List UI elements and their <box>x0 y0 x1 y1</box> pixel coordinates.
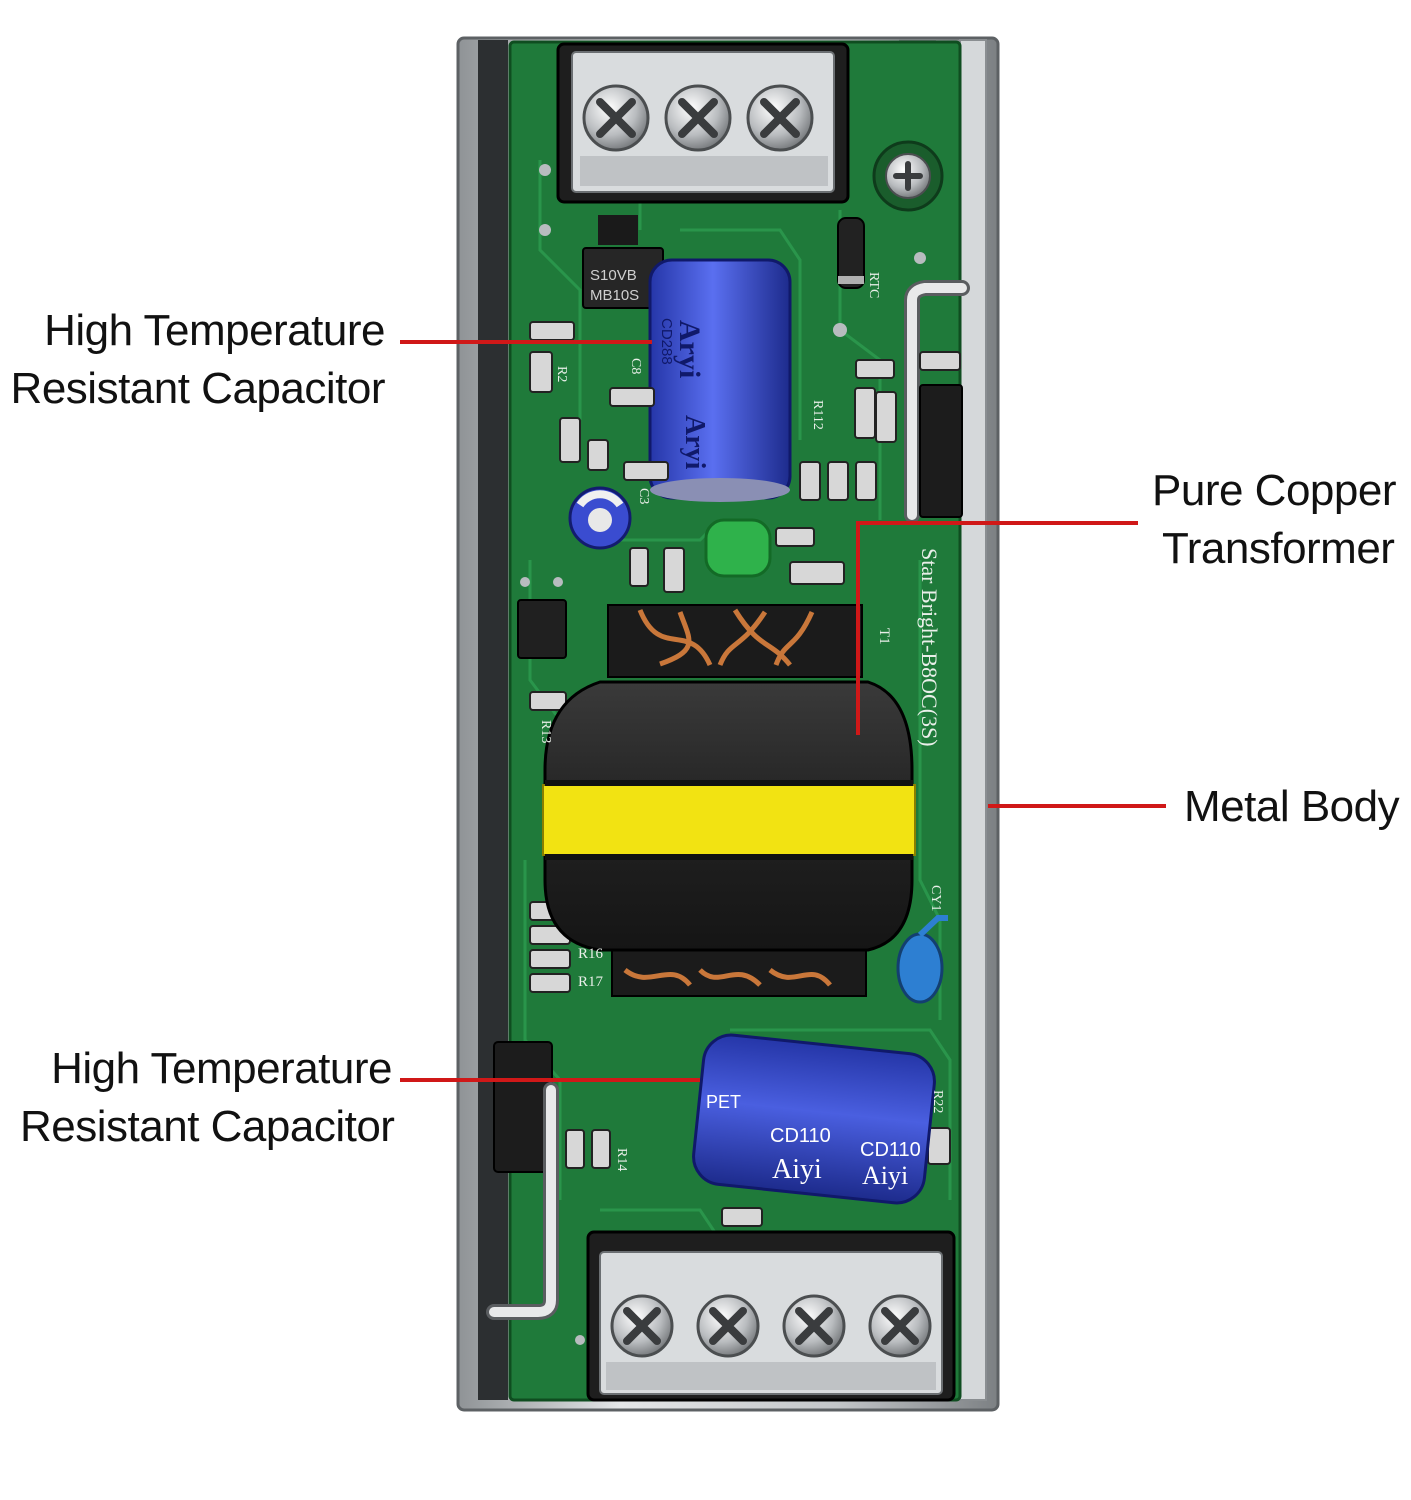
callout-capacitor-bottom-line2: Resistant Capacitor <box>20 1102 395 1151</box>
callout-capacitor-bottom: High Temperature Resistant Capacitor <box>20 1040 395 1156</box>
bottom-electrolytic-capacitor: PET CD110 Aiyi CD110 Aiyi <box>692 1033 936 1205</box>
terminal-screw <box>664 84 732 152</box>
terminal-screw <box>746 84 814 152</box>
terminal-screw <box>868 1294 932 1358</box>
callout-transformer-line1: Pure Copper <box>1152 466 1396 515</box>
callout-capacitor-top-line2: Resistant Capacitor <box>10 364 386 413</box>
optocoupler <box>517 599 567 659</box>
callout-metal-body-line1: Metal Body <box>1184 782 1400 831</box>
r14-label: R14 <box>614 1148 629 1171</box>
callout-metal-body: Metal Body <box>1184 778 1400 836</box>
r22-label: R22 <box>930 1090 945 1113</box>
c3-label: C3 <box>636 488 651 504</box>
cap-bottom-pet: PET <box>706 1092 741 1112</box>
bridge-label-1: S10VB <box>590 267 637 284</box>
diode <box>837 217 865 289</box>
y-capacitor <box>896 915 948 1004</box>
r2-label: R2 <box>554 366 569 382</box>
callout-leader-lines <box>400 340 1166 1082</box>
model-silkscreen: Star Bright-B8OC(3S) <box>917 548 942 747</box>
terminal-screw <box>610 1294 674 1358</box>
r17-label: R17 <box>578 974 604 990</box>
r16-label: R16 <box>578 946 604 962</box>
callout-capacitor-top: High Temperature Resistant Capacitor <box>10 302 386 418</box>
callout-capacitor-top-line1: High Temperature <box>44 306 385 355</box>
bridge-rectifier: S10VB MB10S <box>582 215 664 309</box>
top-electrolytic-capacitor: Aryi CD288 Aryi <box>648 258 792 502</box>
cy1-label: CY1 <box>928 885 943 911</box>
t1-label: T1 <box>876 628 892 645</box>
r12-label: R112 <box>810 400 825 430</box>
small-radial-capacitor <box>568 486 632 550</box>
cap-bottom-brand: Aiyi <box>772 1154 822 1185</box>
cap-bottom-brand-2: Aiyi <box>862 1161 908 1190</box>
jumper-wire-bottom <box>486 1041 559 1320</box>
callout-capacitor-bottom-line1: High Temperature <box>51 1044 392 1093</box>
output-terminal-block <box>586 1230 956 1402</box>
terminal-screw <box>696 1294 760 1358</box>
cap-top-model: CD288 <box>658 318 675 365</box>
green-film-capacitor <box>704 518 772 578</box>
rtc-label: RTC <box>866 272 881 298</box>
silkscreen: Star Bright-B8OC(3S) T1 R16 R17 R13 CY1 … <box>538 272 945 1171</box>
ground-screw <box>872 140 944 212</box>
smd-components <box>529 321 951 1227</box>
jumper-wire-top <box>904 280 970 523</box>
callout-transformer-line2: Transformer <box>1162 524 1395 573</box>
transformer <box>542 604 916 997</box>
cap-top-brand-2: Aryi <box>679 415 710 470</box>
mosfet <box>919 351 963 518</box>
c8-label: C8 <box>628 358 643 374</box>
r13-label: R13 <box>538 720 553 743</box>
callout-transformer: Pure Copper Transformer <box>1152 462 1396 578</box>
bridge-label-2: MB10S <box>590 287 639 304</box>
input-terminal-block <box>556 42 850 204</box>
cap-top-brand: Aryi <box>673 320 706 378</box>
cap-bottom-model: CD110 <box>770 1125 831 1147</box>
terminal-screw <box>782 1294 846 1358</box>
terminal-screw <box>582 84 650 152</box>
leader-transformer <box>856 521 1138 735</box>
cap-bottom-model-2: CD110 <box>860 1139 921 1161</box>
